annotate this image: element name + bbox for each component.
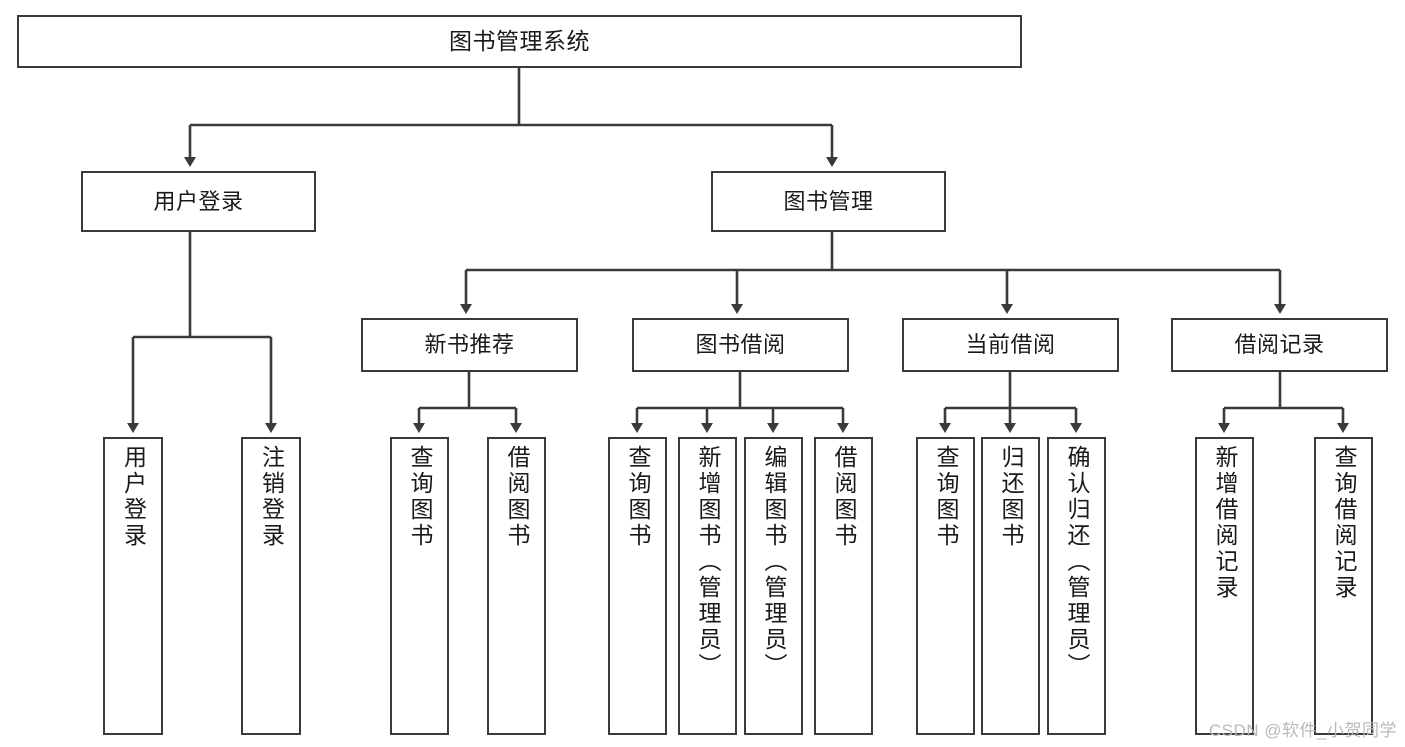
node-label: 用户登录 xyxy=(120,445,147,549)
node-label: 新书推荐 xyxy=(424,332,515,358)
node-book-borrow[interactable]: 图书借阅 xyxy=(632,318,849,372)
leaf-new-book-query-book[interactable]: 查询图书 xyxy=(390,437,449,735)
leaf-current-borrow-query-book[interactable]: 查询图书 xyxy=(916,437,975,735)
leaf-new-book-borrow-book[interactable]: 借阅图书 xyxy=(487,437,546,735)
leaf-borrow-record-query-record[interactable]: 查询借阅记录 xyxy=(1314,437,1373,735)
node-book-management[interactable]: 图书管理 xyxy=(711,171,946,232)
leaf-book-borrow-add-book[interactable]: 新增图书（管理员） xyxy=(678,437,737,735)
node-label: 编辑图书（管理员） xyxy=(761,445,787,679)
node-label: 确认归还（管理员） xyxy=(1064,445,1090,679)
node-label: 图书管理系统 xyxy=(449,27,590,54)
node-label: 借阅图书 xyxy=(831,445,857,549)
node-current-borrow[interactable]: 当前借阅 xyxy=(902,318,1119,372)
node-label: 用户登录 xyxy=(153,188,244,214)
leaf-current-borrow-confirm-return[interactable]: 确认归还（管理员） xyxy=(1047,437,1106,735)
leaf-user-login-logout[interactable]: 注销登录 xyxy=(241,437,301,735)
node-user-login[interactable]: 用户登录 xyxy=(81,171,316,232)
node-label: 查询图书 xyxy=(933,445,959,549)
leaf-book-borrow-borrow-book[interactable]: 借阅图书 xyxy=(814,437,873,735)
node-label: 查询借阅记录 xyxy=(1331,445,1357,601)
node-label: 注销登录 xyxy=(258,445,285,549)
node-label: 查询图书 xyxy=(407,445,433,549)
node-root-book-management-system[interactable]: 图书管理系统 xyxy=(17,15,1022,68)
node-new-book-recommend[interactable]: 新书推荐 xyxy=(361,318,578,372)
node-label: 归还图书 xyxy=(998,445,1024,549)
node-label: 图书管理 xyxy=(783,188,874,214)
node-label: 新增借阅记录 xyxy=(1212,445,1238,601)
watermark-csdn: CSDN @软件_小贺同学 xyxy=(1208,721,1397,740)
leaf-book-borrow-query-book[interactable]: 查询图书 xyxy=(608,437,667,735)
leaf-borrow-record-add-record[interactable]: 新增借阅记录 xyxy=(1195,437,1254,735)
node-borrow-record[interactable]: 借阅记录 xyxy=(1171,318,1388,372)
leaf-book-borrow-edit-book[interactable]: 编辑图书（管理员） xyxy=(744,437,803,735)
node-label: 图书借阅 xyxy=(695,332,786,358)
node-label: 借阅图书 xyxy=(504,445,530,549)
leaf-user-login-login[interactable]: 用户登录 xyxy=(103,437,163,735)
node-label: 查询图书 xyxy=(625,445,651,549)
leaf-current-borrow-return-book[interactable]: 归还图书 xyxy=(981,437,1040,735)
node-label: 新增图书（管理员） xyxy=(695,445,721,679)
node-label: 借阅记录 xyxy=(1234,332,1325,358)
node-label: 当前借阅 xyxy=(965,332,1056,358)
